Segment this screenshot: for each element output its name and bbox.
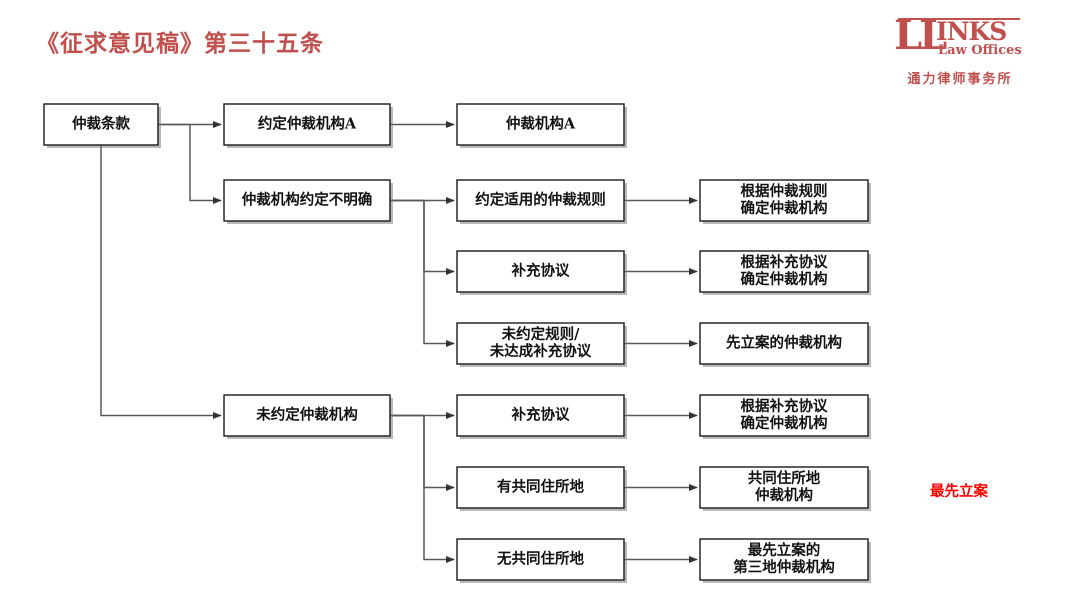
node-label: 最先立案的 <box>748 541 821 559</box>
node-label: 确定仲裁机构 <box>741 270 828 288</box>
node-box[interactable] <box>43 103 159 146</box>
flow-node[interactable]: 仲裁机构约定不明确 <box>223 179 393 224</box>
node-box[interactable] <box>456 322 625 365</box>
node-label: 共同住所地 <box>748 469 821 487</box>
flow-node[interactable]: 补充协议 <box>456 250 627 295</box>
node-box[interactable] <box>456 250 625 293</box>
flow-node[interactable]: 有共同住所地 <box>456 466 627 511</box>
node-box[interactable] <box>456 103 625 146</box>
logo-inks-text: INKS <box>936 17 1007 46</box>
flow-edge <box>390 414 455 492</box>
flow-node[interactable]: 未约定规则/未达成补充协议 <box>456 322 627 367</box>
node-label: 无共同住所地 <box>497 550 584 568</box>
node-label: 补充协议 <box>511 406 570 424</box>
page-title: 《征求意见稿》第三十五条 <box>36 30 324 57</box>
node-label: 未达成补充协议 <box>489 342 592 360</box>
node-label: 约定适用的仲裁规则 <box>475 191 606 209</box>
flow-node[interactable]: 未约定仲裁机构 <box>223 394 393 439</box>
node-box[interactable] <box>456 179 625 222</box>
node-box[interactable] <box>699 394 869 437</box>
node-box[interactable] <box>223 394 391 437</box>
node-label: 根据仲裁规则 <box>741 182 828 200</box>
node-box[interactable] <box>699 466 869 509</box>
node-box[interactable] <box>699 179 869 222</box>
flow-edge <box>100 145 222 420</box>
node-box[interactable] <box>456 466 625 509</box>
flow-node[interactable]: 约定适用的仲裁规则 <box>456 179 627 224</box>
logo-wordmark: LL INKS Law Offices <box>892 12 1028 62</box>
flow-node[interactable]: 约定仲裁机构A <box>223 103 393 148</box>
node-label: 仲裁机构 <box>755 486 813 504</box>
node-label: 仲裁条款 <box>72 115 130 133</box>
node-label: 约定仲裁机构A <box>258 115 357 133</box>
node-box[interactable] <box>223 103 391 146</box>
node-label: 仲裁机构约定不明确 <box>242 191 373 209</box>
node-label: 第三地仲裁机构 <box>733 558 835 576</box>
node-label: 未约定仲裁机构 <box>255 406 358 424</box>
red-annotation: 最先立案 <box>930 483 988 500</box>
flow-node[interactable]: 补充协议 <box>456 394 627 439</box>
flow-edge <box>158 123 222 205</box>
node-box[interactable] <box>456 538 625 581</box>
flow-node[interactable]: 先立案的仲裁机构 <box>699 322 871 367</box>
logo-chinese-name: 通力律师事务所 <box>907 72 1013 87</box>
flow-edge <box>390 414 455 564</box>
flow-node[interactable]: 仲裁机构A <box>456 103 627 148</box>
node-label: 根据补充协议 <box>741 397 828 415</box>
flow-node[interactable]: 无共同住所地 <box>456 538 627 583</box>
flow-node[interactable]: 仲裁条款 <box>43 103 161 148</box>
node-box[interactable] <box>699 538 869 581</box>
logo-tagline: Law Offices <box>938 43 1022 58</box>
node-box[interactable] <box>699 322 869 365</box>
node-box[interactable] <box>456 394 625 437</box>
node-label: 确定仲裁机构 <box>741 414 828 432</box>
node-label: 补充协议 <box>511 262 570 280</box>
logo-ll-text: LL <box>894 12 947 59</box>
node-label: 确定仲裁机构 <box>741 199 828 217</box>
node-label: 有共同住所地 <box>497 478 584 496</box>
node-label: 根据补充协议 <box>741 253 828 271</box>
edge-layer <box>100 120 698 564</box>
node-label: 先立案的仲裁机构 <box>726 334 842 352</box>
node-label: 仲裁机构A <box>506 115 576 133</box>
llinks-logo: LL INKS Law Offices 通力律师事务所 <box>892 12 1028 92</box>
flow-edge <box>390 199 455 276</box>
node-layer: 仲裁条款 约定仲裁机构A 仲裁机构A 仲裁机构约定不明确 约定适用的仲裁规则 根据仲裁规则… <box>43 103 871 583</box>
node-label: 未约定规则/ <box>501 325 580 343</box>
logo-rule <box>898 18 1020 20</box>
node-box[interactable] <box>699 250 869 293</box>
flow-edge <box>390 199 455 348</box>
node-box[interactable] <box>223 179 391 222</box>
